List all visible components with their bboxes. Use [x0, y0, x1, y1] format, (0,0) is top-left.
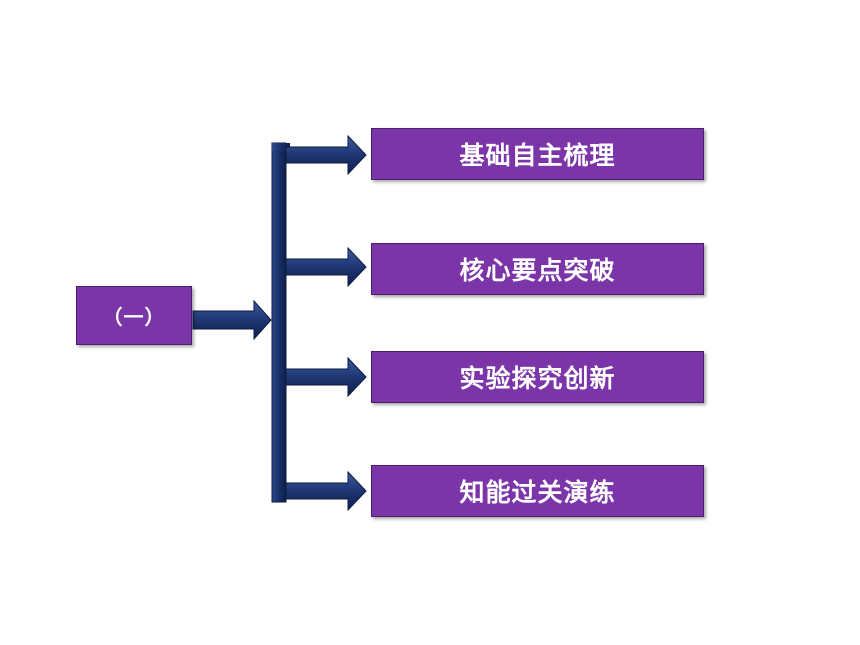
bracket-bar	[271, 142, 287, 503]
node-label: 知能过关演练	[459, 478, 616, 507]
node-label: 核心要点突破	[459, 256, 616, 285]
branch-arrow-0	[285, 134, 367, 176]
root-arrow	[192, 299, 272, 341]
node-label: 基础自主梳理	[459, 141, 616, 170]
branch-arrow-1	[285, 246, 367, 288]
node-core-points[interactable]: 核心要点突破	[371, 243, 704, 295]
node-practice-drill[interactable]: 知能过关演练	[371, 465, 704, 517]
node-basic-review[interactable]: 基础自主梳理	[371, 128, 704, 180]
branch-arrow-3	[285, 470, 367, 512]
node-label: 实验探究创新	[459, 364, 616, 393]
branch-arrow-2	[285, 356, 367, 398]
root-node: （一）	[76, 286, 192, 345]
bracket-cap-top	[272, 143, 290, 151]
root-node-label: （一）	[102, 305, 166, 329]
node-experiment-innovation[interactable]: 实验探究创新	[371, 351, 704, 403]
